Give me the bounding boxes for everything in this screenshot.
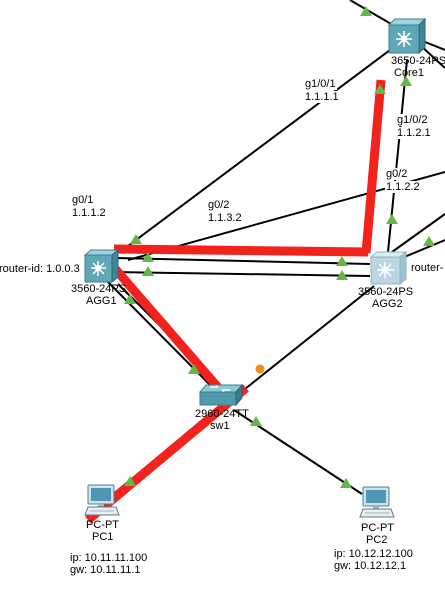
pc1-ip-label: ip: 10.11.11.100 — [70, 552, 148, 564]
agg1-g02-port-label: g0/2 — [207, 199, 231, 211]
core1-name-label: Core1 — [394, 67, 424, 79]
link-core1-offscreen-right-2[interactable] — [419, 44, 445, 69]
core1-device[interactable] — [387, 17, 427, 55]
pc2-name-label: PC2 — [366, 534, 388, 546]
annotation-stroke-core1-drop — [361, 79, 386, 254]
link-up-marker — [336, 270, 348, 280]
sw1-name-label: sw1 — [210, 420, 230, 432]
agg2-g02-ip-label: 1.1.2.2 — [385, 181, 421, 193]
agg1-model-label: 3560-24PS — [71, 283, 127, 295]
link-up-marker — [374, 84, 386, 94]
pc2-ip-label: ip: 10.12.12.100 — [334, 548, 413, 560]
link-up-marker — [142, 266, 154, 276]
agg1-g02-ip-label: 1.1.3.2 — [207, 212, 243, 224]
link-core1-agg1[interactable] — [119, 49, 391, 253]
link-up-marker — [142, 252, 154, 262]
link-agg1-agg2-lower[interactable] — [114, 271, 371, 277]
pc1-model-label: PC-PT — [86, 519, 119, 531]
link-up-marker — [340, 478, 352, 488]
multilayer-switch-icon — [370, 250, 408, 286]
core1-g101-ip-label: 1.1.1.1 — [304, 91, 340, 103]
link-up-marker — [423, 236, 435, 246]
core1-g101-port-label: g1/0/1 — [304, 78, 337, 90]
link-agg1-agg2-upper[interactable] — [114, 257, 371, 265]
annotation-stroke-agg2-agg1 — [113, 244, 369, 257]
link-up-marker — [124, 294, 136, 304]
agg2-model-label: 3560-24PS — [358, 286, 414, 298]
link-up-marker — [124, 476, 136, 486]
pc2-model-label: PC-PT — [361, 522, 394, 534]
pc-icon — [84, 484, 120, 516]
link-up-marker — [400, 76, 412, 86]
switch-icon — [198, 383, 244, 407]
core1-g102-ip-label: 1.1.2.1 — [396, 127, 432, 139]
core1-g102-port-label: g1/0/2 — [396, 114, 429, 126]
agg2-device[interactable] — [370, 250, 408, 286]
agg1-name-label: AGG1 — [86, 295, 117, 307]
agg1-device[interactable] — [84, 248, 120, 284]
multilayer-switch-icon — [387, 17, 427, 55]
pc2-device[interactable] — [359, 486, 395, 520]
pc2-gateway-label: gw: 10.12.12.1 — [334, 560, 407, 572]
link-agg1-sw1-a[interactable] — [107, 281, 219, 394]
link-agg2-offscreen-right-2[interactable] — [401, 239, 445, 259]
agg1-g01-port-label: g0/1 — [72, 194, 94, 206]
link-agg2-offscreen-right-1[interactable] — [391, 213, 445, 253]
agg1-g01-ip-label: 1.1.1.2 — [72, 207, 106, 219]
pc-icon — [359, 486, 395, 518]
sw1-model-label: 2960-24TT — [195, 408, 249, 420]
agg2-router-id-label: router- — [410, 262, 445, 274]
pc1-device[interactable] — [84, 484, 120, 518]
link-up-marker — [360, 6, 372, 16]
link-agg2-sw1[interactable] — [239, 285, 375, 394]
pc1-gateway-label: gw: 10.11.11.1 — [70, 564, 141, 576]
link-up-marker — [188, 364, 200, 374]
link-pending-marker — [255, 364, 265, 374]
agg1-router-id-label: router-id: 1.0.0.3 — [0, 263, 81, 275]
pc1-name-label: PC1 — [92, 531, 114, 543]
multilayer-switch-icon — [84, 248, 120, 284]
core1-model-label: 3650-24PS — [391, 55, 445, 67]
agg2-g02-port-label: g0/2 — [385, 168, 409, 180]
sw1-device[interactable] — [198, 383, 244, 407]
agg2-name-label: AGG2 — [372, 298, 403, 310]
link-up-marker — [250, 416, 262, 426]
link-up-marker — [130, 234, 142, 244]
annotation-stroke-agg1-sw1 — [100, 253, 226, 395]
link-up-marker — [386, 214, 398, 224]
link-up-marker — [336, 256, 348, 266]
